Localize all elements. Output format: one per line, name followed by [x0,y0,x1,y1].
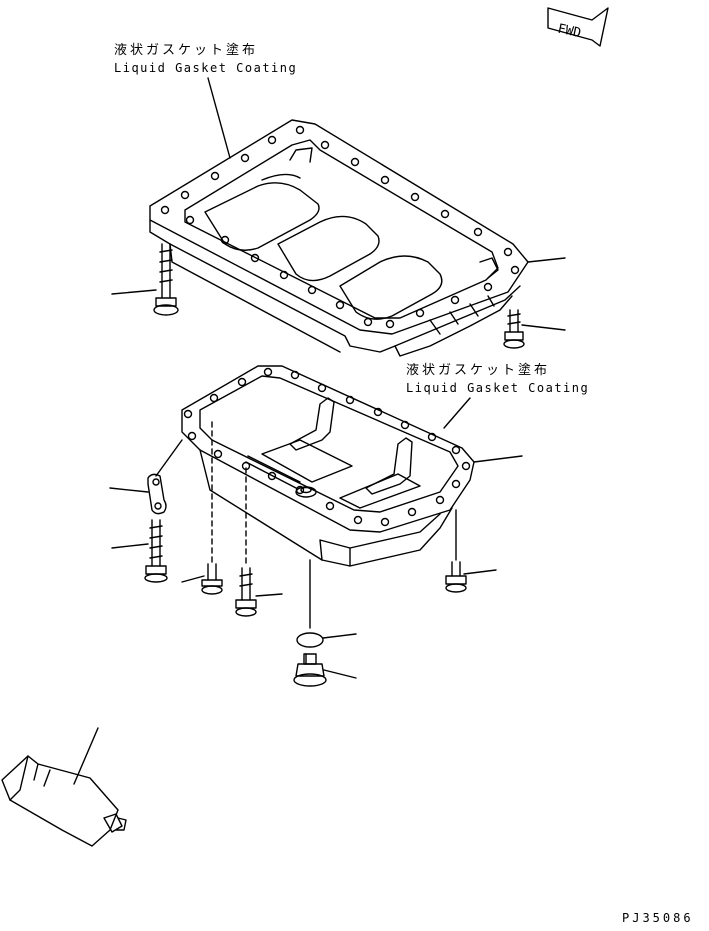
drawing-code: PJ35086 [622,911,694,925]
upper-callout-en: Liquid Gasket Coating [114,61,297,75]
gasket-tube-icon [2,756,126,846]
lower-bolt-left-long [145,520,167,582]
lower-callout-en: Liquid Gasket Coating [406,381,589,395]
lower-bolt-right-leader [464,570,496,574]
drain-plug [294,654,326,686]
drain-gasket-leader [323,634,356,638]
lower-bolt-left-leader [112,544,148,548]
bracket-leader [110,488,148,492]
lower-bolt-medium [236,568,256,616]
drain-plug-leader [324,670,356,678]
drain-gasket [297,633,323,647]
upper-pan-bolt-left [154,244,178,315]
gasket-tube-leader [74,728,98,784]
bracket-axis [156,440,182,476]
upper-callout-leader [208,78,230,158]
lower-pan-leader [474,456,522,462]
bracket [148,474,166,513]
lower-bolt-short [202,564,222,594]
lower-bolt-right [446,562,466,592]
upper-bolt-right-leader [522,325,565,330]
upper-pan-bolt-right [504,310,524,348]
lower-bolt-medium-leader [256,594,282,596]
lower-bolt-short-leader [182,576,204,582]
lower-callout-leader [444,398,470,428]
upper-oil-pan [150,120,528,356]
upper-bolt-left-leader [112,290,156,294]
lower-callout-jp: 液状ガスケット塗布 [406,362,550,378]
fwd-marker: FWD [548,8,608,46]
fwd-label: FWD [556,22,582,42]
lower-oil-pan [182,366,474,566]
upper-callout-jp: 液状ガスケット塗布 [114,42,258,58]
upper-pan-leader [528,258,565,262]
